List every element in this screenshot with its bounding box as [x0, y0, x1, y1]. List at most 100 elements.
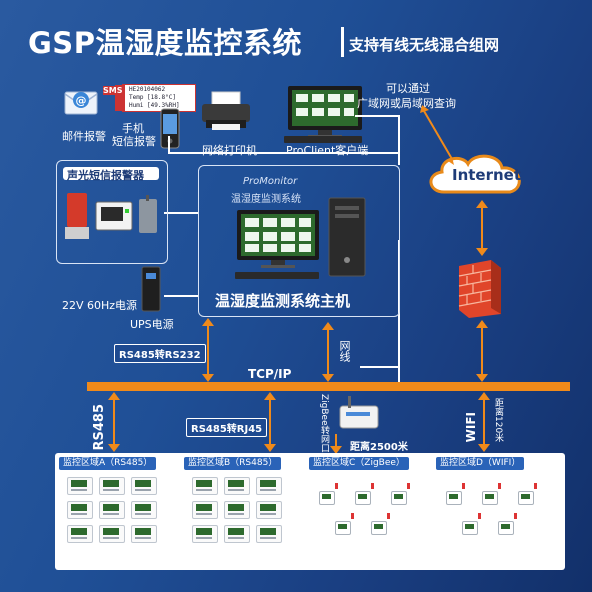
wireless-sensor — [391, 491, 407, 505]
zone-d-title: 监控区域D（WIFI） — [436, 457, 525, 470]
zone-a-panel: 监控区域A（RS485） — [55, 453, 188, 570]
client-link-line — [398, 115, 400, 165]
alarm-controller-icon — [95, 201, 133, 231]
svg-text:@: @ — [76, 94, 87, 107]
wireless-sensor — [462, 521, 478, 535]
sensor-tile — [67, 525, 93, 543]
zone-a-title: 监控区域A（RS485） — [59, 457, 157, 470]
wireless-sensor — [446, 491, 462, 505]
sensor-tile — [256, 525, 282, 543]
client-label: ProClient客户端 — [286, 144, 369, 157]
tcpip-label: TCP/IP — [248, 367, 292, 381]
rs485-label: RS485 — [92, 404, 107, 451]
alarm-host-line — [164, 212, 199, 214]
zone-d-panel: 监控区域D（WIFI） — [432, 453, 565, 570]
mobile-phone-icon — [160, 108, 180, 149]
network-printer-label: 网络打印机 — [202, 144, 257, 157]
sensor-tile — [131, 501, 157, 519]
sms-alarm-label: 短信报警 — [112, 135, 156, 148]
sensor-tile — [256, 501, 282, 519]
printer-icon — [202, 91, 250, 130]
zigbee-gateway-icon — [339, 396, 379, 429]
power-label: 22V 60Hz电源 — [62, 299, 138, 312]
sms-modem-icon — [139, 195, 157, 233]
internet-cloud-icon — [429, 154, 521, 194]
sensor-tile — [67, 477, 93, 495]
firewall-bus-arrow — [476, 320, 488, 382]
wifi-distance-label: 距离120米 — [493, 398, 503, 443]
zone-b-panel: 监控区域B（RS485） — [180, 453, 313, 570]
zone-c-arrow — [330, 434, 342, 454]
wireless-sensor — [482, 491, 498, 505]
bus-link-line — [360, 366, 398, 368]
sensor-tile — [224, 477, 250, 495]
sms-line: HE20104062 — [129, 86, 166, 93]
remote-note-1: 可以通过 — [386, 82, 430, 95]
wireless-sensor — [355, 491, 371, 505]
sms-tag: SMS — [103, 86, 123, 95]
software-name: ProMonitor — [243, 176, 298, 187]
wifi-label: WIFI — [464, 412, 478, 443]
host-panel: ProMonitor 温湿度监测系统 温湿度监测系统主机 — [198, 165, 400, 317]
sensor-tile — [224, 525, 250, 543]
software-subtitle: 温湿度监测系统 — [231, 194, 301, 205]
remote-link-line — [355, 115, 399, 117]
sensor-tile — [224, 501, 250, 519]
phone-label: 手机 — [122, 122, 144, 135]
sensor-tile — [131, 525, 157, 543]
sensor-tile — [192, 501, 218, 519]
alarm-panel-title: 声光短信报警器 — [67, 169, 144, 182]
zone-d-arrow — [478, 392, 490, 452]
sensor-tile — [192, 525, 218, 543]
title-separator — [341, 27, 344, 57]
sms-line: Temp [18.8°C] — [129, 94, 176, 101]
host-tower-icon — [328, 197, 366, 277]
sensor-tile — [256, 477, 282, 495]
rs485-rs232-label: RS485转RS232 — [114, 344, 206, 363]
wireless-sensor — [319, 491, 335, 505]
sensor-tile — [192, 477, 218, 495]
internet-firewall-arrow — [476, 200, 488, 256]
network-cable-arrow — [322, 322, 334, 382]
client-internet-arrow — [420, 105, 454, 165]
sensor-tile — [131, 477, 157, 495]
zone-b-title: 监控区域B（RS485） — [184, 457, 282, 470]
wireless-sensor — [335, 521, 351, 535]
zone-b-arrow — [264, 392, 276, 452]
zone-c-panel: 监控区域C（ZigBee） — [305, 453, 438, 570]
email-alarm-label: 邮件报警 — [62, 130, 106, 143]
sms-message-box: HE20104062 Temp [18.8°C] Humi [49.3%RH] — [115, 84, 196, 112]
siren-icon — [65, 193, 89, 239]
ups-label: UPS电源 — [130, 318, 174, 331]
ups-host-line — [164, 295, 199, 297]
wireless-sensor — [498, 521, 514, 535]
remote-note-2: 广域网或局域网查询 — [357, 97, 456, 110]
sensor-tile — [99, 525, 125, 543]
host-label: 温湿度监测系统主机 — [215, 292, 351, 310]
zone-a-arrow — [108, 392, 120, 452]
alarm-panel: 声光短信报警器 — [56, 160, 168, 264]
sms-line: Humi [49.3%RH] — [129, 102, 180, 109]
wireless-sensor — [371, 521, 387, 535]
phone-link-line — [168, 136, 170, 153]
host-keyboard-icon — [235, 272, 319, 279]
diagram-title: GSP温湿度监控系统 — [28, 26, 302, 60]
ups-icon — [141, 266, 161, 312]
client-monitor-icon — [288, 86, 362, 138]
sensor-tile — [99, 477, 125, 495]
email-icon: @ — [64, 91, 98, 115]
zone-c-title: 监控区域C（ZigBee） — [309, 457, 409, 470]
zigbee-gateway-label: ZigBee转网口 — [319, 394, 329, 453]
top-link-line — [168, 152, 398, 154]
wireless-sensor — [518, 491, 534, 505]
rs485-rj45-label: RS485转RJ45 — [186, 418, 268, 437]
network-cable-label: 网线 — [338, 340, 351, 362]
host-bus-arrow — [202, 318, 214, 382]
diagram-subtitle: 支持有线无线混合组网 — [349, 36, 500, 54]
zigbee-distance-label: 距离2500米 — [350, 442, 408, 453]
sensor-tile — [67, 501, 93, 519]
sensor-tile — [99, 501, 125, 519]
keyboard-icon — [284, 136, 362, 143]
host-monitor-icon — [237, 210, 319, 268]
